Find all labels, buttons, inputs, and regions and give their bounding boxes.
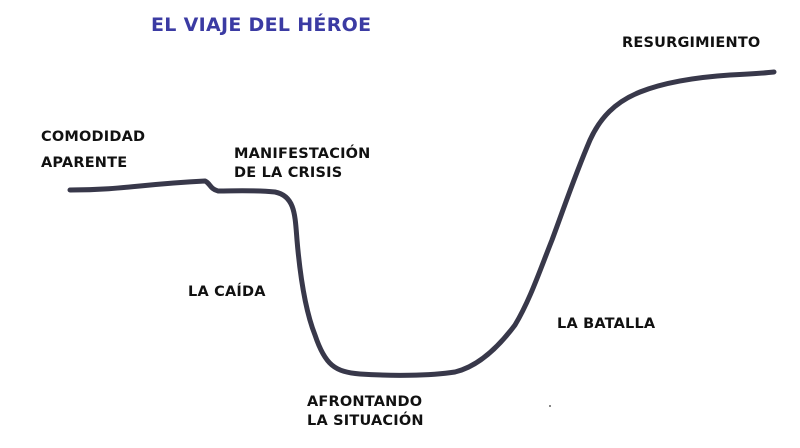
stage-label-line: RESURGIMIENTO bbox=[622, 35, 761, 51]
stage-label-manifestacion-de-la-crisis: MANIFESTACIÓN DE LA CRISIS bbox=[234, 145, 371, 183]
stage-label-line: MANIFESTACIÓN bbox=[234, 146, 371, 162]
stray-dot bbox=[549, 405, 551, 407]
stage-label-line: LA CAÍDA bbox=[188, 284, 266, 300]
stage-label-line: COMODIDAD bbox=[41, 129, 146, 145]
stage-label-line: DE LA CRISIS bbox=[234, 165, 343, 181]
stage-label-la-caida: LA CAÍDA bbox=[188, 281, 266, 304]
stage-label-la-batalla: LA BATALLA bbox=[557, 313, 655, 336]
stage-label-line: AFRONTANDO bbox=[307, 394, 423, 410]
stage-label-line: LA BATALLA bbox=[557, 316, 656, 332]
stage-label-comodidad-aparente: COMODIDAD APARENTE bbox=[41, 126, 145, 175]
diagram-title: EL VIAJE DEL HÉROE bbox=[151, 14, 372, 36]
stage-label-afrontando-la-situacion: AFRONTANDO LA SITUACIÓN bbox=[307, 393, 424, 431]
stage-label-line: APARENTE bbox=[41, 155, 128, 171]
stage-label-resurgimiento: RESURGIMIENTO bbox=[622, 32, 760, 55]
stage-label-line: LA SITUACIÓN bbox=[307, 413, 424, 429]
